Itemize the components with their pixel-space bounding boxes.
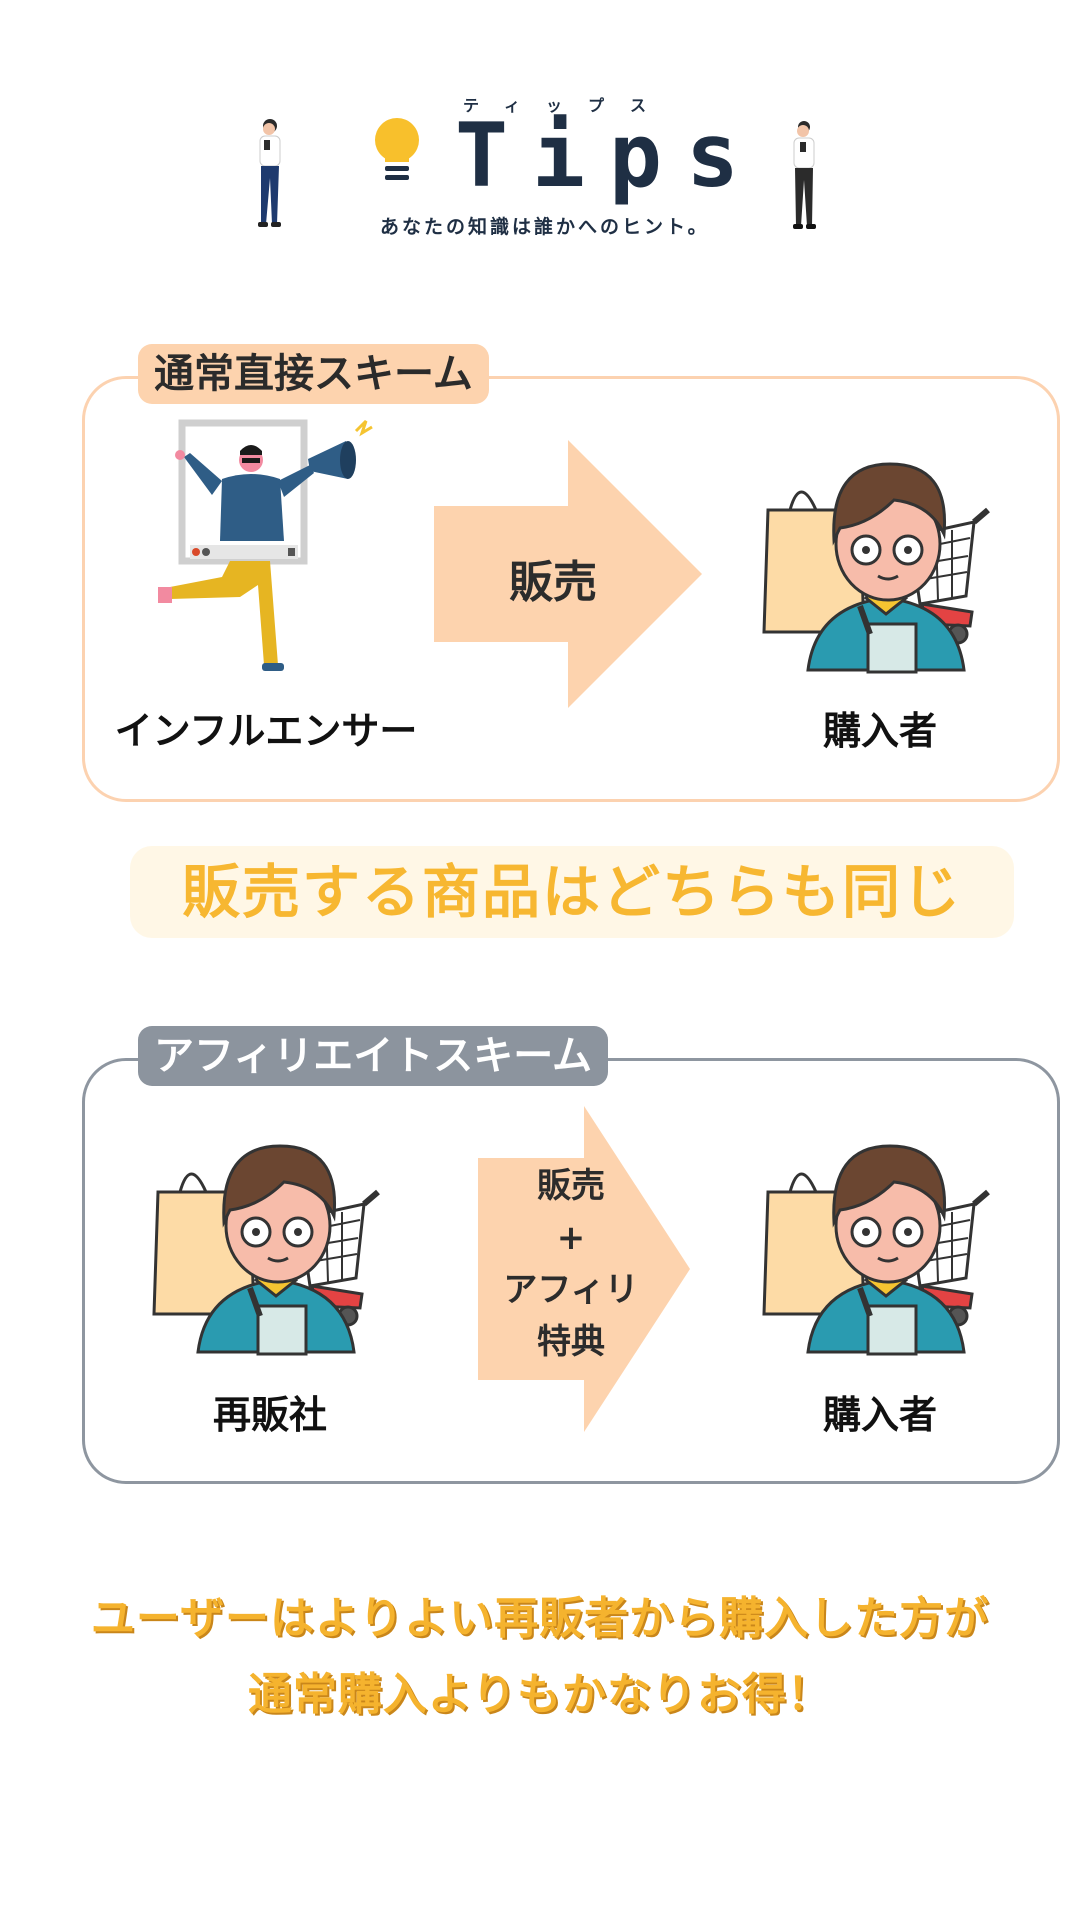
person-right-icon <box>793 121 816 229</box>
normal-scheme-title: 通常直接スキーム <box>138 344 489 404</box>
same-product-banner: 販売する商品はどちらも同じ <box>181 858 962 926</box>
sale-arrow-label: 販売 <box>509 557 597 608</box>
lightbulb-icon <box>375 118 419 180</box>
buyer-label: 購入者 <box>822 709 937 753</box>
conclusion-line-1: ユーザーはよりよい再販者から購入した方が <box>90 1593 990 1644</box>
arrow-line-plus: + <box>556 1218 586 1258</box>
buyer-label-2: 購入者 <box>822 1393 937 1437</box>
affiliate-scheme-title: アフィリエイトスキーム <box>138 1026 608 1086</box>
tagline: あなたの知識は誰かへのヒント。 <box>380 216 710 238</box>
arrow-line-sale: 販売 <box>537 1166 605 1206</box>
logo-title: Tips <box>455 104 763 207</box>
sale-arrow <box>434 440 702 708</box>
buyer-illustration <box>762 462 990 674</box>
logo-ruby: ティップス <box>463 96 673 115</box>
conclusion-line-2: 通常購入よりもかなりお得！ <box>247 1669 833 1720</box>
arrow-line-benefit: 特典 <box>537 1322 605 1362</box>
influencer-label: インフルエンサー <box>114 709 418 753</box>
reseller-label: 再販社 <box>212 1393 327 1437</box>
header: ティップス Tips あなたの知識は誰かへのヒント。 <box>0 0 1080 260</box>
influencer-illustration <box>158 419 373 671</box>
person-left-icon <box>258 119 281 227</box>
arrow-line-affiliate: アフィリ <box>503 1270 639 1310</box>
reseller-illustration <box>152 1144 380 1356</box>
same-product-banner-bg <box>130 846 1014 938</box>
sale-affiliate-arrow <box>478 1106 690 1432</box>
sale-affiliate-arrow-label: 販売 + アフィリ 特典 <box>486 1160 656 1368</box>
buyer-illustration-2 <box>762 1144 990 1356</box>
